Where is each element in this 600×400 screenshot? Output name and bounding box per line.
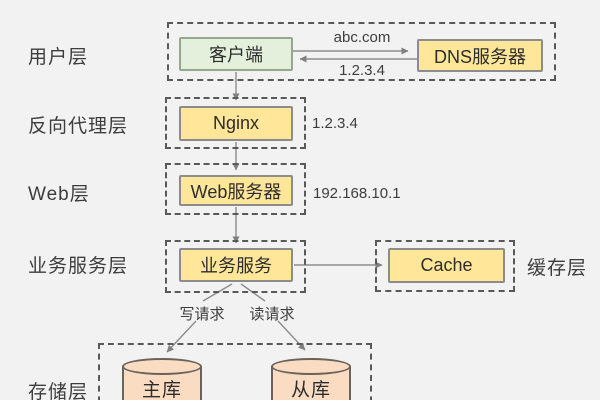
web-server-ip-label: 192.168.10.1	[313, 185, 401, 202]
proxy-layer-label: 反向代理层	[28, 116, 129, 137]
cache-node: Cache	[388, 248, 505, 283]
master-db-cylinder: 主库	[122, 358, 202, 400]
web-layer-label: Web层	[28, 184, 90, 205]
nginx-ip-label: 1.2.3.4	[312, 115, 358, 132]
service-layer-group	[165, 240, 306, 293]
storage-layer-group	[98, 343, 372, 400]
write-request-label: 写请求	[179, 306, 225, 323]
app-service-node: 业务服务	[179, 248, 293, 282]
service-layer-label: 业务服务层	[28, 256, 129, 277]
user-layer-group	[167, 22, 556, 81]
read-request-label: 读请求	[249, 306, 295, 323]
dns-query-label: abc.com	[333, 29, 391, 46]
dns-answer-label: 1.2.3.4	[339, 62, 385, 79]
slave-db-cylinder: 从库	[271, 358, 351, 400]
web-server-node: Web服务器	[179, 175, 293, 206]
dns-server-node: DNS服务器	[417, 39, 543, 72]
client-node: 客户端	[179, 37, 293, 71]
master-db-label: 主库	[141, 380, 182, 400]
web-layer-group	[165, 163, 306, 215]
cache-layer-group	[375, 240, 515, 292]
proxy-layer-group	[165, 97, 306, 149]
storage-layer-label: 存储层	[28, 382, 89, 400]
nginx-node: Nginx	[179, 106, 293, 141]
slave-db-top	[271, 358, 351, 375]
cache-layer-label: 缓存层	[527, 258, 588, 279]
user-layer-label: 用户层	[28, 47, 89, 68]
master-db-top	[122, 358, 202, 375]
slave-db-label: 从库	[290, 380, 331, 400]
